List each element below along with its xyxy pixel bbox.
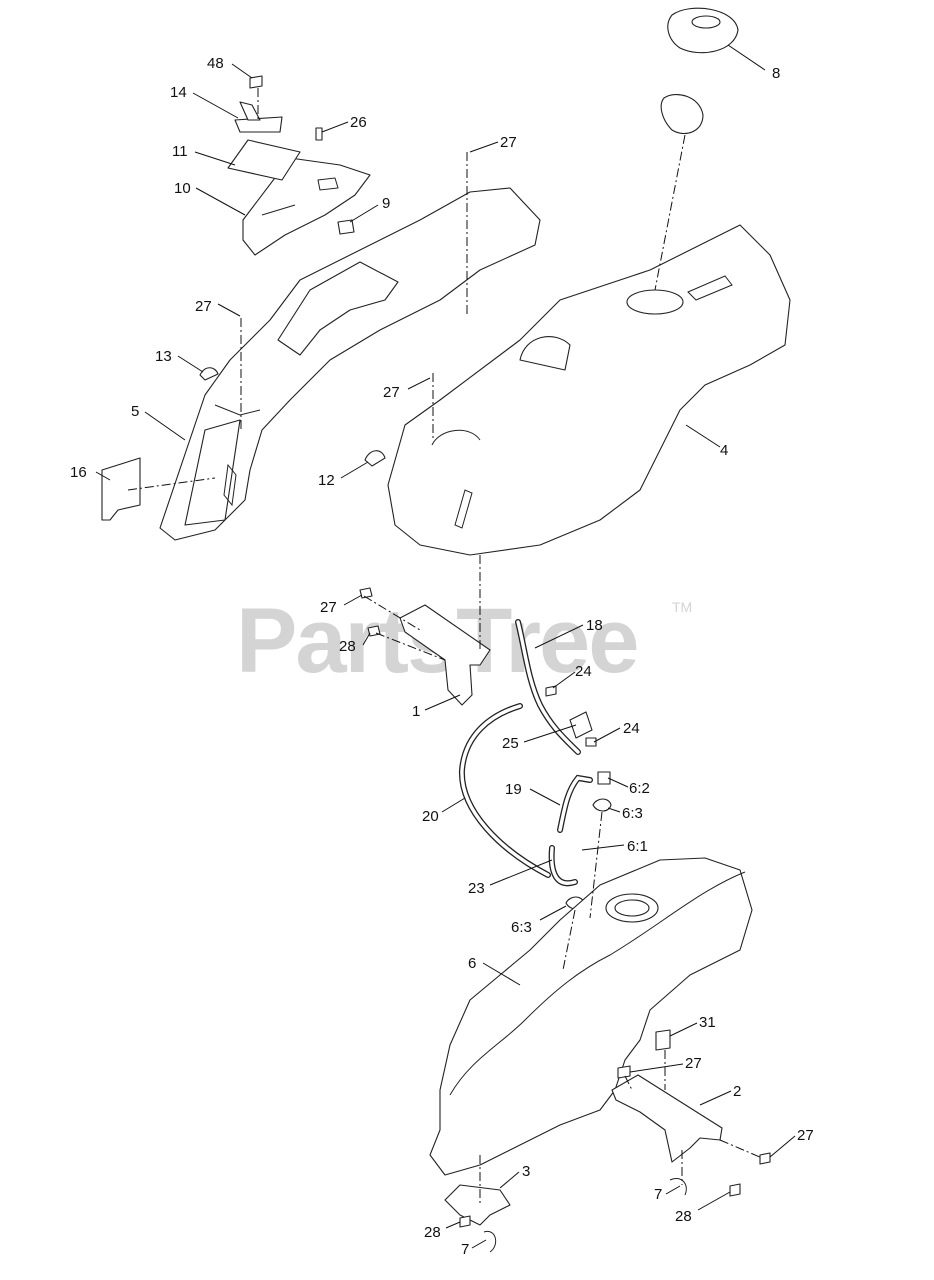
callout-28-a: 28 xyxy=(339,638,356,655)
leader-lines xyxy=(95,44,796,1249)
callout-27-b: 27 xyxy=(195,298,212,315)
callout-24-a: 24 xyxy=(575,663,592,680)
part-10-control-panel xyxy=(227,101,371,256)
callout-19: 19 xyxy=(505,781,522,798)
callout-8: 8 xyxy=(772,65,780,82)
callout-27-f: 27 xyxy=(797,1127,814,1144)
callout-5: 5 xyxy=(131,403,139,420)
callout-7-a: 7 xyxy=(654,1186,662,1203)
callout-4: 4 xyxy=(720,442,728,459)
callout-2: 2 xyxy=(733,1083,741,1100)
callout-14: 14 xyxy=(170,84,187,101)
lower-brackets xyxy=(444,1029,771,1253)
part-5-console-shroud xyxy=(159,187,541,541)
assembly-lines xyxy=(127,88,763,1205)
callout-27-d: 27 xyxy=(320,599,337,616)
callout-11: 11 xyxy=(172,143,188,160)
callout-27-e: 27 xyxy=(685,1055,702,1072)
callout-12: 12 xyxy=(318,472,335,489)
part-6-fuel-tank xyxy=(429,857,753,1176)
callout-28-c: 28 xyxy=(424,1224,441,1241)
callout-3: 3 xyxy=(522,1163,530,1180)
watermark-trademark: TM xyxy=(672,599,692,615)
callout-18: 18 xyxy=(586,617,603,634)
callout-16: 16 xyxy=(70,464,87,481)
callout-48: 48 xyxy=(207,55,224,72)
callout-28-b: 28 xyxy=(675,1208,692,1225)
callout-6-3-a: 6:3 xyxy=(622,805,643,822)
callout-6-3-b: 6:3 xyxy=(511,919,532,936)
callout-20: 20 xyxy=(422,808,439,825)
callout-6-1: 6:1 xyxy=(627,838,648,855)
small-parts xyxy=(101,7,739,521)
callout-25: 25 xyxy=(502,735,519,752)
callout-labels: 48 14 26 11 27 10 9 8 27 13 27 5 4 16 12… xyxy=(70,55,814,1258)
callout-6: 6 xyxy=(468,955,476,972)
callout-27-c: 27 xyxy=(383,384,400,401)
callout-27-a: 27 xyxy=(500,134,517,151)
callout-23: 23 xyxy=(468,880,485,897)
callout-10: 10 xyxy=(174,180,191,197)
callout-26: 26 xyxy=(350,114,367,131)
callout-13: 13 xyxy=(155,348,172,365)
callout-6-2: 6:2 xyxy=(629,780,650,797)
part-4-body-panel xyxy=(387,224,791,556)
callout-31: 31 xyxy=(699,1014,716,1031)
callout-9: 9 xyxy=(382,195,390,212)
callout-7-b: 7 xyxy=(461,1241,469,1258)
callout-1: 1 xyxy=(412,703,420,720)
callout-24-b: 24 xyxy=(623,720,640,737)
